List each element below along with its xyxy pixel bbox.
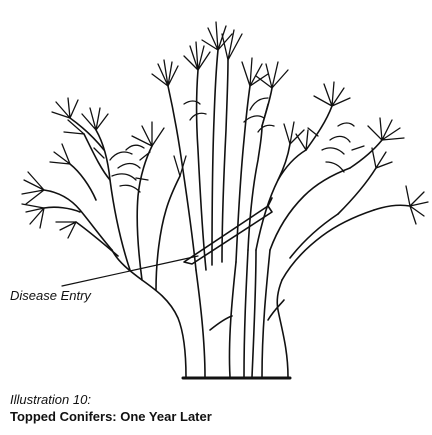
caption-number: Illustration 10: bbox=[10, 392, 212, 408]
figure-caption: Illustration 10: Topped Conifers: One Ye… bbox=[10, 392, 212, 425]
caption-title: Topped Conifers: One Year Later bbox=[10, 408, 212, 425]
annotation-leader-line bbox=[62, 256, 198, 286]
right-limbs bbox=[262, 88, 410, 280]
foliage-tufts bbox=[22, 22, 428, 238]
disease-entry-label: Disease Entry bbox=[10, 288, 91, 303]
disease-entry-wound bbox=[184, 198, 272, 264]
vertical-leaders bbox=[168, 50, 350, 270]
